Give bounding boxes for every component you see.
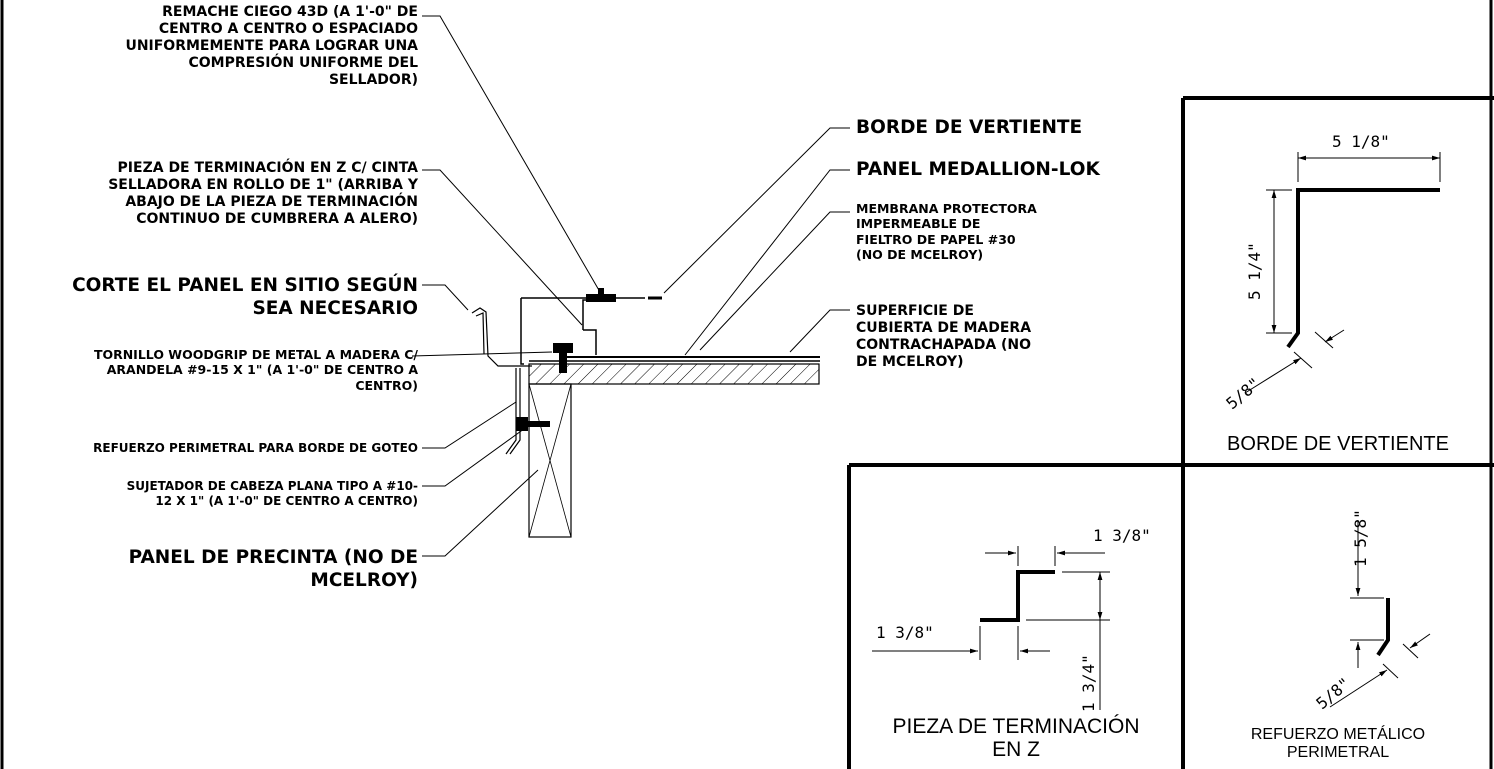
z-piece-profile bbox=[872, 546, 1110, 710]
rake-edge-flashing bbox=[520, 296, 662, 365]
dim-width: 5 1/8" bbox=[1332, 132, 1390, 151]
dim-rise: 1 3/4" bbox=[1079, 654, 1098, 712]
panel-frames bbox=[847, 96, 1494, 769]
panel-title-rake-edge: BORDE DE VERTIENTE bbox=[1227, 433, 1449, 455]
label-fastener: SUJETADOR DE CABEZA PLANA TIPO A #10-12 … bbox=[126, 479, 418, 508]
label-rake-edge: BORDE DE VERTIENTE bbox=[856, 117, 1083, 138]
rake-edge-profile bbox=[1244, 152, 1441, 394]
rivet bbox=[586, 288, 616, 302]
label-woodgrip-screw: TORNILLO WOODGRIP DE METAL A MADERA C/AR… bbox=[93, 347, 418, 393]
z-closure bbox=[582, 299, 610, 355]
dim-top: 1 3/8" bbox=[1093, 526, 1151, 545]
dim-kick: 5/8" bbox=[1312, 674, 1354, 713]
dim-bottom: 1 3/8" bbox=[876, 623, 934, 642]
dim-leg: 1 5/8" bbox=[1351, 509, 1370, 567]
cut-panel bbox=[471, 307, 532, 367]
label-drip-reinforcement: REFUERZO PERIMETRAL PARA BORDE DE GOTEO bbox=[93, 441, 418, 455]
membrane-and-panel bbox=[529, 356, 820, 362]
drip-reinforcement-profile bbox=[1329, 520, 1431, 708]
woodgrip-screw bbox=[553, 343, 573, 373]
fascia-board bbox=[528, 383, 572, 538]
label-medallion-lok: PANEL MEDALLION-LOK bbox=[856, 159, 1100, 180]
drip-edge bbox=[505, 368, 521, 455]
dim-hem: 5/8" bbox=[1222, 374, 1264, 413]
roof-deck bbox=[528, 363, 820, 385]
fastener bbox=[516, 417, 550, 431]
leader-lines bbox=[411, 15, 850, 557]
dim-height: 5 1/4" bbox=[1245, 242, 1264, 300]
